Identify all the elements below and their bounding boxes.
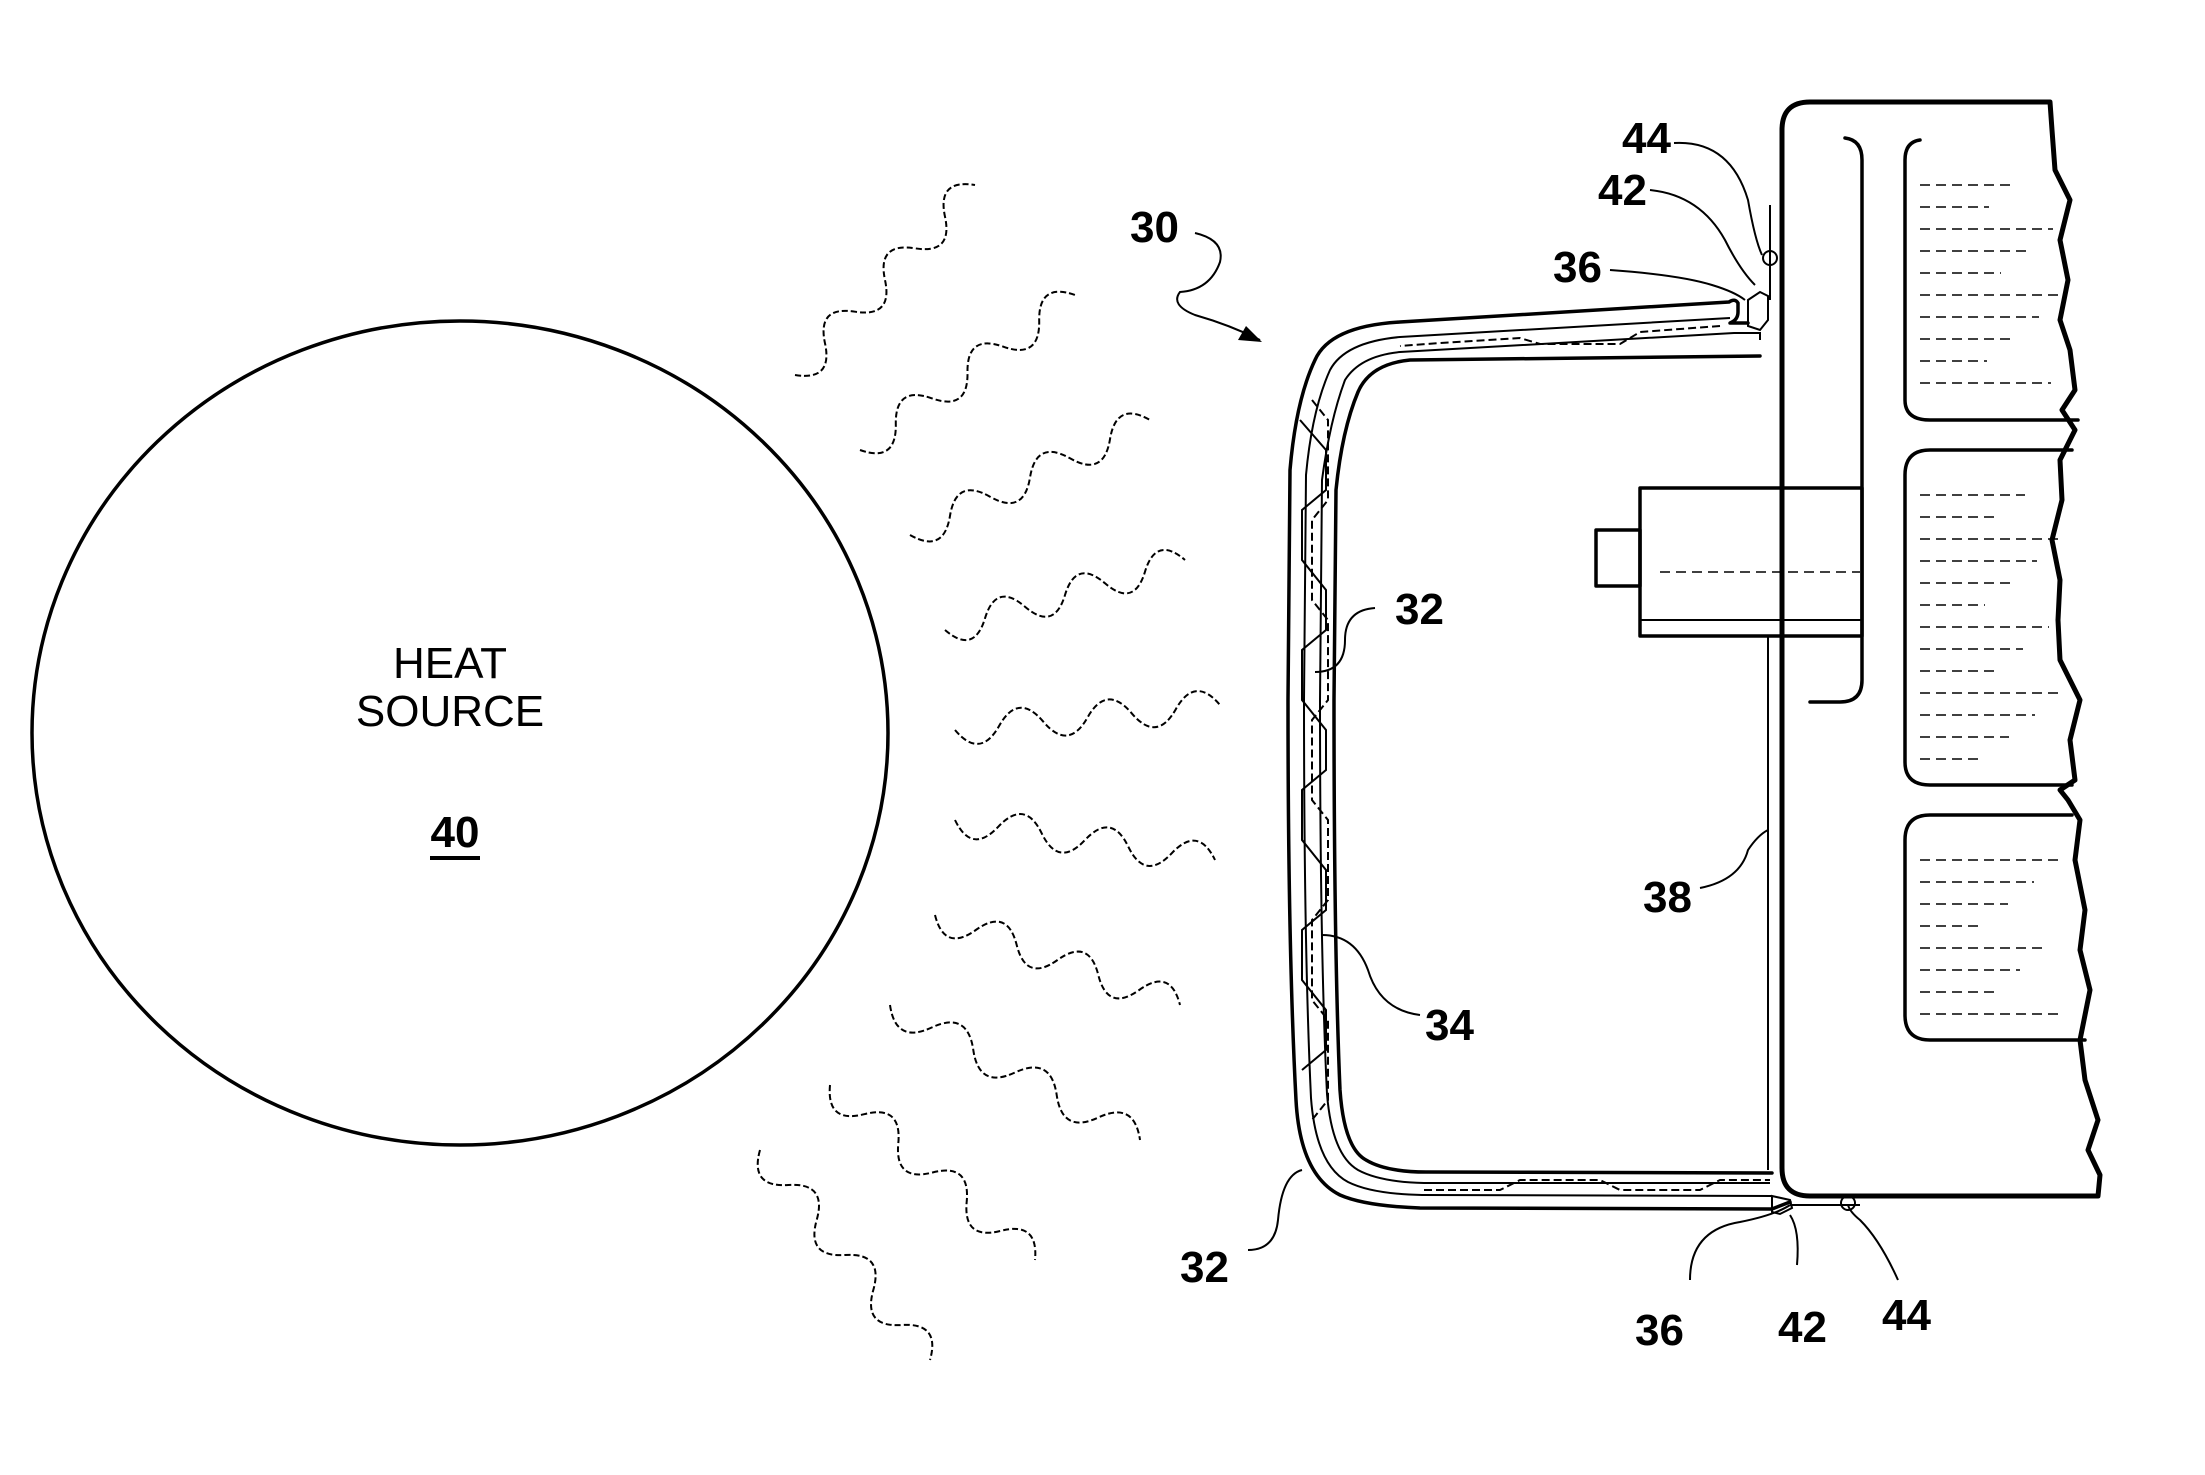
heat-source: HEAT SOURCE 40 [32,321,888,1145]
label-44-top: 44 [1622,114,1671,163]
housing-panel-top [1905,140,2078,420]
heat-wave-6 [955,814,1215,866]
leader-32-top [1315,608,1375,672]
shield-outer-layer [1288,300,1790,1209]
top-flange [1748,292,1768,330]
shield-inner-layer [1320,333,1770,1183]
leader-44-top [1674,143,1762,255]
label-42-bottom: 42 [1778,1303,1827,1352]
housing-panel-bottom [1905,815,2085,1040]
heat-wave-10 [758,1150,933,1360]
label-32-bottom: 32 [1180,1243,1229,1292]
label-44-bottom: 44 [1882,1291,1931,1340]
heat-source-line2: SOURCE [356,687,544,736]
leader-36-top [1610,270,1745,300]
heat-shield [1288,205,1860,1214]
heat-wave-1 [795,184,975,376]
leader-38 [1700,830,1768,888]
leader-42-bottom [1790,1215,1798,1265]
label-36-top: 36 [1553,243,1602,292]
leader-44-bottom [1848,1205,1898,1280]
label-36-bottom: 36 [1635,1306,1684,1355]
heat-wave-3 [910,414,1150,542]
heat-wave-9 [830,1085,1036,1260]
leader-36-bottom [1690,1205,1790,1280]
heat-wave-2 [860,292,1075,454]
label-34: 34 [1425,1001,1474,1050]
leader-32-bottom [1248,1170,1302,1250]
housing [1596,102,2100,1196]
heat-waves [758,184,1220,1360]
housing-hatching [1920,185,2065,1014]
reference-labels: 30 32 32 34 36 36 38 42 42 44 44 [1130,114,1931,1355]
label-42-top: 42 [1598,166,1647,215]
shield-core-bottom [1424,1180,1770,1190]
label-32-top: 32 [1395,585,1444,634]
housing-panel-mid [1905,450,2072,785]
heat-source-line1: HEAT [393,639,507,688]
housing-divider-left [1810,138,1862,702]
leader-42-top [1650,190,1755,285]
shield-innermost-layer [1334,356,1772,1173]
heat-source-ref: 40 [431,808,480,857]
label-30: 30 [1130,203,1179,252]
bracket-stud [1596,530,1640,586]
bracket-block [1640,488,1862,636]
heat-wave-8 [890,1005,1140,1140]
heat-wave-5 [955,691,1220,744]
label-38: 38 [1643,873,1692,922]
leader-30 [1177,233,1260,340]
heat-wave-4 [945,550,1185,640]
arrowhead-30 [1238,326,1262,342]
heat-wave-7 [935,915,1180,1005]
shield-mid-layer [1304,318,1772,1196]
